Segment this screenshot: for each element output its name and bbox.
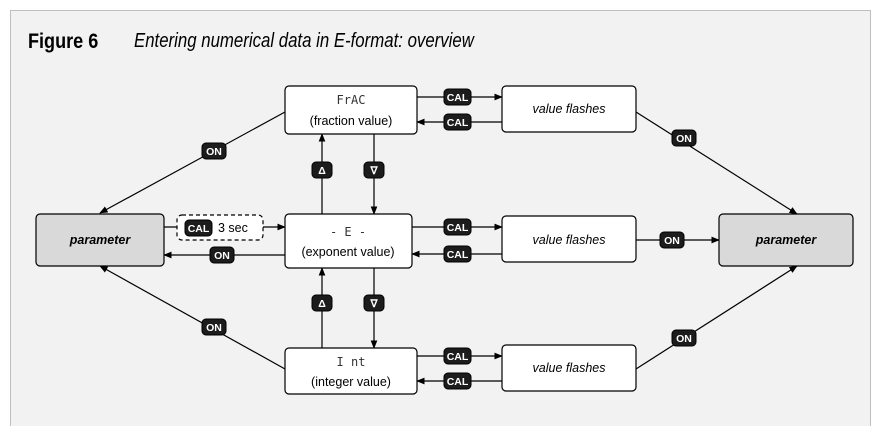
integer-display: I nt <box>337 355 366 369</box>
cal-key-label: CAL <box>447 249 469 261</box>
cal-key-exp-in: CAL <box>443 245 472 263</box>
figure-title-row: Figure 6 Entering numerical data in E-fo… <box>28 30 474 60</box>
cal-key-label: CAL <box>447 376 469 388</box>
cal-key-frac-out: CAL <box>443 88 472 106</box>
fraction-value-box: FrAC (fraction value) <box>284 85 418 135</box>
on-key-flash-top: ON <box>671 129 697 147</box>
hold-duration-label: 3 sec <box>218 221 248 235</box>
fraction-display: FrAC <box>337 93 366 107</box>
arrow-frac-to-param-left <box>99 111 286 214</box>
figure-caption: Entering numerical data in E-format: ove… <box>134 30 474 52</box>
on-key-label: ON <box>664 235 680 247</box>
cal-key-int-in: CAL <box>443 372 472 390</box>
cal-key-label: CAL <box>447 117 469 129</box>
value-flashes-bot-text: value flashes <box>533 361 606 375</box>
up-key-lower: Δ <box>311 294 333 312</box>
up-arrow-icon: Δ <box>318 165 326 177</box>
parameter-left-text: parameter <box>69 233 132 247</box>
integer-label: (integer value) <box>311 375 391 389</box>
value-flashes-top-text: value flashes <box>533 102 606 116</box>
on-key-exp-to-param: ON <box>209 246 235 264</box>
parameter-right-box: parameter <box>718 213 854 267</box>
exponent-value-box: - E - (exponent value) <box>284 213 413 269</box>
on-key-int-to-param: ON <box>201 318 227 336</box>
arrow-int-to-param-left <box>99 265 286 370</box>
value-flashes-top-box: value flashes <box>501 85 637 133</box>
parameter-right-text: parameter <box>755 233 818 247</box>
on-key-flash-mid: ON <box>659 231 685 249</box>
up-key-upper: Δ <box>311 161 333 179</box>
value-flashes-bot-box: value flashes <box>501 344 637 392</box>
cal-key-exp-out: CAL <box>443 218 472 236</box>
value-flashes-mid-text: value flashes <box>533 233 606 247</box>
parameter-left-box: parameter <box>35 213 165 267</box>
fraction-label: (fraction value) <box>310 114 393 128</box>
exponent-display: - E - <box>330 225 366 239</box>
on-key-label: ON <box>676 133 692 145</box>
arrow-flash-top-to-param-right <box>635 111 798 215</box>
cal-key-hold <box>184 219 213 237</box>
cal-key-int-out: CAL <box>443 347 472 365</box>
on-key-flash-bot: ON <box>671 329 697 347</box>
on-key-label: ON <box>206 146 222 158</box>
cal-key-label: CAL <box>447 92 469 104</box>
down-key-upper: ∇ <box>363 161 385 179</box>
cal-hold-box: CAL 3 sec <box>176 214 264 241</box>
arrow-flash-bot-to-param-right <box>635 265 798 370</box>
on-key-label: ON <box>206 322 222 334</box>
cal-key-frac-in: CAL <box>443 113 472 131</box>
on-key-label: ON <box>676 333 692 345</box>
cal-key-label: CAL <box>447 222 469 234</box>
value-flashes-mid-box: value flashes <box>501 215 637 263</box>
cal-key-label: CAL <box>447 351 469 363</box>
cal-key-hold-label: CAL <box>188 223 210 235</box>
up-arrow-icon: Δ <box>318 298 326 310</box>
integer-value-box: I nt (integer value) <box>284 347 418 395</box>
figure-label: Figure 6 <box>28 30 99 53</box>
down-key-lower: ∇ <box>363 294 385 312</box>
down-arrow-icon: ∇ <box>369 165 378 177</box>
down-arrow-icon: ∇ <box>369 298 378 310</box>
exponent-label: (exponent value) <box>301 245 394 259</box>
on-key-frac-to-param: ON <box>201 142 227 160</box>
on-key-label: ON <box>214 250 230 262</box>
